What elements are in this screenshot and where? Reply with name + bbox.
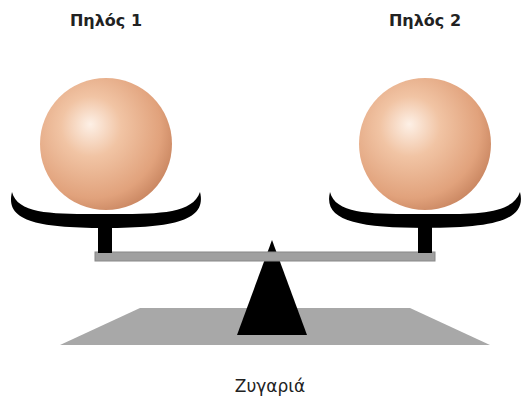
- scale-beam: [95, 252, 435, 261]
- clay-ball-2: [359, 78, 491, 210]
- scale-label: Ζυγαριά: [235, 376, 306, 396]
- clay-label: Πηλός 2: [389, 11, 461, 30]
- clay-ball-1: [40, 78, 172, 210]
- clay-label: Πηλός 1: [70, 11, 142, 30]
